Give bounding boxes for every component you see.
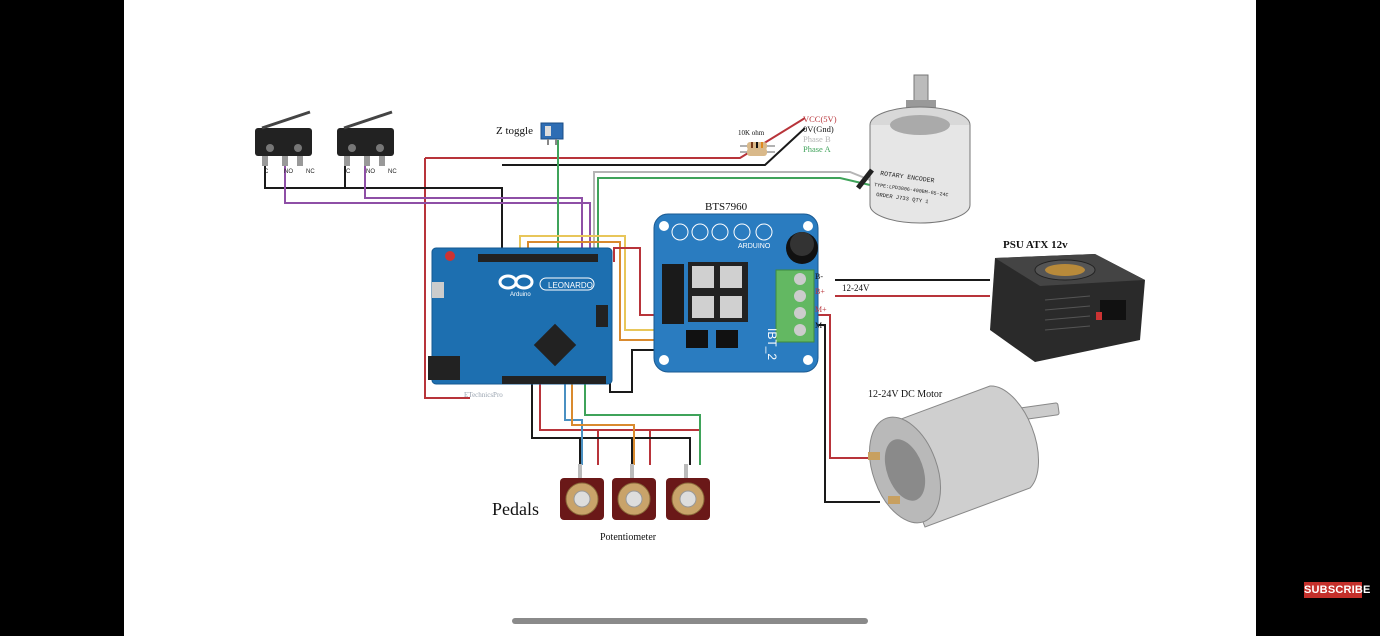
encoder-vcc-label: VCC(5V) <box>803 114 837 124</box>
encoder-gnd-label: 0V(Gnd) <box>803 124 834 134</box>
red-wire-motor-plus <box>815 314 870 459</box>
purple-wire-switch1 <box>284 165 591 262</box>
driver-ibt2-text: IBT_2 <box>765 328 779 360</box>
switch2-no-label: NO <box>366 169 375 175</box>
potentiometer-2: 10K <box>612 464 656 529</box>
switch1-c-label: C <box>264 169 269 175</box>
limit-switch-2 <box>337 110 394 166</box>
motor-label: 12-24V DC Motor <box>868 389 943 400</box>
black-wire-switch-common <box>264 165 503 262</box>
blue-wire-pot1 <box>564 382 583 465</box>
red-wire-arduino-left <box>424 158 470 399</box>
potentiometer-3: 10K <box>666 464 710 529</box>
video-frame: C NO NC C NO NC Z toggle 10K ohm VCC(5V)… <box>124 0 1256 636</box>
arduino-board-label: LEONARDO <box>548 281 593 290</box>
terminal-b-plus: B+ <box>815 287 825 296</box>
pot3-value: 10K <box>683 523 694 529</box>
arduino-logo <box>498 274 534 290</box>
driver-arduino-text: ARDUINO <box>738 243 771 250</box>
switch2-c-label: C <box>346 169 351 175</box>
terminal-m-minus: M- <box>815 321 825 330</box>
pot2-value: 10K <box>629 523 640 529</box>
gray-wire-phase-b <box>593 171 871 262</box>
red-wire-vcc <box>425 117 806 159</box>
potentiometer-label: Potentiometer <box>600 532 657 543</box>
wiring-diagram: C NO NC C NO NC Z toggle 10K ohm VCC(5V)… <box>255 74 1145 543</box>
potentiometer-1: 10K <box>560 464 604 529</box>
arduino-brand-label: Arduino <box>510 292 531 298</box>
switch1-no-label: NO <box>284 169 293 175</box>
encoder-phase-b-label: Phase B <box>803 134 831 144</box>
switch2-nc-label: NC <box>388 169 397 175</box>
resistor-10k <box>740 142 775 156</box>
psu-label: PSU ATX 12v <box>1003 239 1068 251</box>
bts7960-driver: ARDUINO IBT_2 <box>653 213 819 373</box>
wires <box>264 117 990 503</box>
orange-wire-pot2 <box>571 382 635 465</box>
z-toggle-label: Z toggle <box>496 125 533 137</box>
purple-wire-switch2 <box>364 165 583 262</box>
home-indicator[interactable] <box>512 618 868 624</box>
subscribe-button[interactable]: SUBSCRIBE <box>1304 582 1371 598</box>
green-wire-pot3 <box>584 382 701 465</box>
terminal-m-plus: M+ <box>815 305 827 314</box>
psu-atx <box>990 254 1145 362</box>
limit-switch-1 <box>255 110 312 166</box>
green-wire-phase-a <box>597 177 871 262</box>
black-wire-motor-minus <box>815 324 880 503</box>
supply-voltage-label: 12-24V <box>842 283 870 293</box>
black-wire-pots <box>531 382 691 465</box>
rotary-encoder: ROTARY ENCODER TYPE:LPD3806-400BM-G5-24C… <box>856 74 971 224</box>
resistor-label: 10K ohm <box>738 129 765 137</box>
pedals-label: Pedals <box>492 499 539 519</box>
yellow-wire-rpwm <box>519 235 660 331</box>
z-toggle-switch <box>540 122 564 145</box>
pot1-value: 10K <box>577 523 588 529</box>
black-wire-gnd <box>502 127 806 166</box>
switch1-nc-label: NC <box>306 169 315 175</box>
dc-motor <box>868 385 1060 528</box>
watermark: ETechnicsPro <box>464 391 503 399</box>
arduino-leonardo: LEONARDO Arduino <box>428 247 613 385</box>
driver-label: BTS7960 <box>705 201 748 213</box>
encoder-phase-a-label: Phase A <box>803 144 831 154</box>
terminal-b-minus: B- <box>815 272 823 281</box>
